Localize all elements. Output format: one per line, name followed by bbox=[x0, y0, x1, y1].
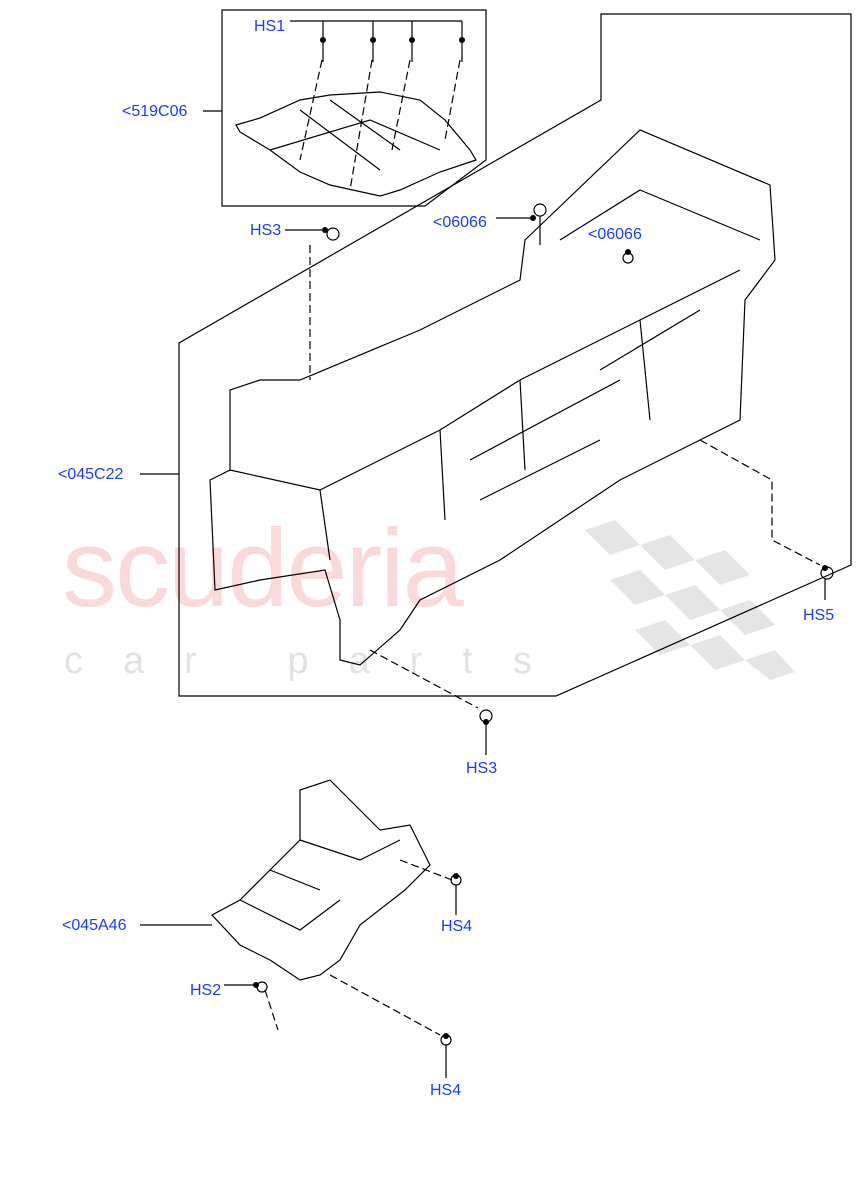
callout-045a46[interactable]: <045A46 bbox=[62, 917, 127, 934]
callout-hs2[interactable]: HS2 bbox=[190, 982, 222, 999]
console-box bbox=[178, 13, 852, 697]
console-body bbox=[209, 129, 776, 666]
callout-hs1[interactable]: HS1 bbox=[254, 18, 286, 35]
callout-519c06[interactable]: <519C06 bbox=[122, 103, 188, 120]
leader-hs1 bbox=[290, 20, 463, 40]
callout-hs4-b[interactable]: HS4 bbox=[430, 1082, 462, 1099]
seat-frame bbox=[235, 91, 477, 197]
callout-hs3-top[interactable]: HS3 bbox=[250, 222, 282, 239]
callout-06066-a[interactable]: <06066 bbox=[433, 214, 487, 231]
callout-hs3-bottom[interactable]: HS3 bbox=[466, 760, 498, 777]
callout-hs5[interactable]: HS5 bbox=[803, 607, 835, 624]
watermark-tagline: car parts bbox=[64, 640, 572, 682]
callout-hs4-a[interactable]: HS4 bbox=[441, 918, 473, 935]
lower-bracket bbox=[211, 779, 431, 981]
watermark-brand: scuderia bbox=[62, 507, 464, 630]
callout-045c22[interactable]: <045C22 bbox=[58, 466, 124, 483]
upper-frame-box bbox=[221, 9, 487, 207]
watermark-checker bbox=[585, 520, 795, 680]
callout-06066-b[interactable]: <06066 bbox=[588, 226, 642, 243]
